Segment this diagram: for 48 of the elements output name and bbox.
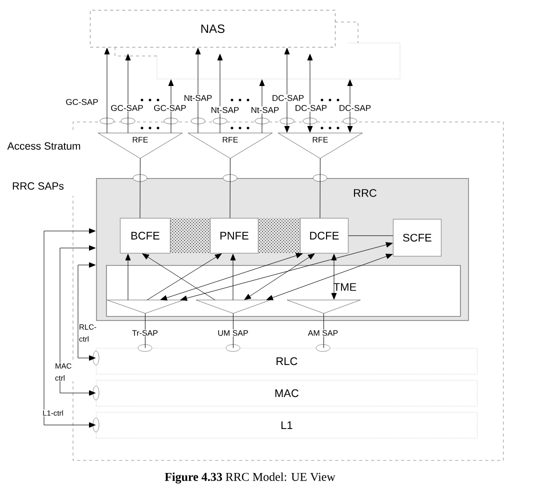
- entity-box: DCFE: [300, 218, 348, 254]
- rfe-triangle: RFE: [98, 132, 183, 159]
- arrow: [125, 254, 131, 300]
- connector-line: [348, 235, 394, 236]
- entity-box: BCFE: [120, 218, 170, 254]
- arrow: [195, 48, 201, 134]
- arrow: [230, 254, 236, 300]
- arrow: [180, 242, 393, 301]
- rfe-triangle: RFE: [278, 132, 363, 159]
- sap-label: AM SAP: [307, 330, 339, 336]
- arrow: [168, 79, 174, 134]
- arrow: [44, 228, 96, 428]
- arrow: [244, 254, 315, 300]
- sap-label: UM SAP: [217, 330, 249, 336]
- sap-label: Tr-SAP: [131, 330, 159, 336]
- edge-label: Nt-SAP: [250, 106, 280, 114]
- edge-label: GC-SAP: [153, 104, 187, 112]
- arrow: [104, 48, 110, 134]
- edge-label: DC-SAP: [294, 104, 328, 112]
- edge-label: GC-SAP: [65, 98, 99, 106]
- arrow: [331, 254, 337, 300]
- edge-label: DC-SAP: [338, 104, 372, 112]
- arrow: [217, 54, 223, 134]
- arrow: [60, 245, 96, 396]
- sap-triangle: [196, 300, 271, 314]
- arrow: [284, 48, 290, 133]
- arrow: [259, 79, 265, 134]
- sap-triangle: [286, 300, 361, 314]
- layer-box: L1: [96, 412, 478, 438]
- figure-caption: Figure 4.33 RRC Model: UE View: [164, 472, 336, 484]
- arrow: [125, 54, 131, 134]
- rfe-triangle: RFE: [188, 132, 273, 159]
- edge-label: Nt-SAP: [210, 106, 240, 114]
- arrow: [78, 262, 96, 361]
- sap-triangle: [106, 300, 184, 314]
- entity-box: PNFE: [210, 218, 258, 254]
- arrow: [307, 54, 313, 133]
- arrow: [266, 254, 393, 300]
- arrow: [347, 79, 353, 133]
- arrow: [160, 252, 303, 300]
- layer-box: MAC: [96, 380, 478, 406]
- edge-label: GC-SAP: [110, 104, 144, 112]
- nas-box: NAS: [90, 10, 336, 48]
- edge-label: DC-SAP: [271, 94, 305, 102]
- entity-box: SCFE: [393, 219, 442, 256]
- edge-label: Nt-SAP: [183, 94, 213, 102]
- layer-box: RLC: [96, 348, 478, 374]
- side-label: RRC SAPs: [12, 182, 64, 190]
